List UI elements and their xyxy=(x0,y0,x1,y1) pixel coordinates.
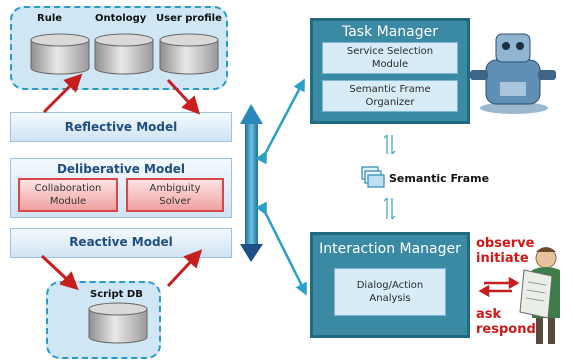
robot-icon xyxy=(470,33,556,114)
lower-exchange-arrows xyxy=(383,197,396,220)
semantic-frame-organizer: Semantic Frame Organizer xyxy=(322,80,458,112)
reflect-up-arrow xyxy=(42,73,83,114)
upper-exchange-arrows xyxy=(383,134,396,155)
collaboration-module: Collaboration Module xyxy=(18,178,118,212)
reactive-up-arrow xyxy=(166,249,203,288)
semantic-frame-label: Semantic Frame xyxy=(389,172,490,185)
initiate-label: initiate xyxy=(476,251,529,266)
semantic-frame-icon xyxy=(361,166,385,188)
deliberative-model-label: Deliberative Model xyxy=(56,162,186,176)
service-selection-module: Service Selection Module xyxy=(322,42,458,74)
user-exchange-arrows xyxy=(478,276,520,298)
semantic-frame-organizer-label: Semantic Frame Organizer xyxy=(349,84,431,108)
respond-label: respond xyxy=(476,322,536,337)
user-profile-db-icon xyxy=(159,33,219,75)
reflective-to-task-arrow xyxy=(255,78,305,165)
service-selection-label: Service Selection Module xyxy=(346,46,434,70)
dialog-action-analysis: Dialog/Action Analysis xyxy=(334,268,446,316)
collaboration-module-label: Collaboration Module xyxy=(34,183,102,207)
reactive-down-arrow xyxy=(40,254,79,291)
dialog-action-label: Dialog/Action Analysis xyxy=(356,280,424,304)
reflective-model: Reflective Model xyxy=(10,112,232,142)
script-db-label: Script DB xyxy=(90,289,143,300)
ambiguity-solver: Ambiguity Solver xyxy=(126,178,224,212)
ontology-label: Ontology xyxy=(95,13,147,24)
reactive-model-label: Reactive Model xyxy=(69,235,173,249)
reflect-down-arrow xyxy=(166,78,201,115)
ask-label: ask xyxy=(476,307,502,322)
person-reading-icon xyxy=(519,247,560,344)
ontology-db-icon xyxy=(94,33,154,75)
rule-db-icon xyxy=(30,33,90,75)
interaction-manager-title: Interaction Manager xyxy=(319,241,461,257)
reactive-model: Reactive Model xyxy=(10,228,232,258)
ambiguity-solver-label: Ambiguity Solver xyxy=(149,183,201,207)
observe-label: observe xyxy=(476,236,535,251)
task-manager-title: Task Manager xyxy=(341,24,439,40)
reflective-model-label: Reflective Model xyxy=(64,120,178,134)
vertical-double-arrow xyxy=(240,104,263,262)
reactive-to-interaction-arrow xyxy=(255,201,307,296)
rule-label: Rule xyxy=(37,13,63,24)
user-profile-label: User profile xyxy=(156,13,222,24)
